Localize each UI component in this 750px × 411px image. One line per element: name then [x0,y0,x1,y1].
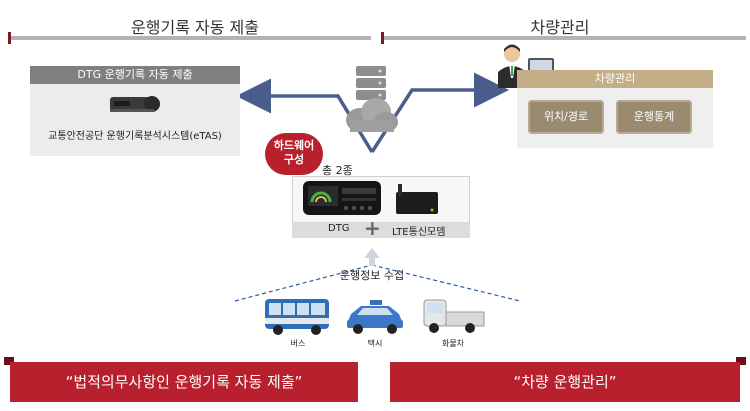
hardware-label-bar [292,222,470,238]
dtg-panel-body [30,84,240,156]
dtg-terminal-image [302,180,382,216]
bus-icon [262,294,332,336]
right-ribbon-fold [736,357,746,365]
left-header-cap [8,32,11,44]
dash-right [371,264,521,302]
truck-icon [420,292,486,336]
dtg-panel-caption: 교통안전공단 운행기록분석시스템(eTAS) [48,131,222,142]
right-header-cap [381,32,384,44]
left-section-title: 운행기록 자동 제출 [131,18,259,37]
up-arrow [364,248,380,266]
left-ribbon-fold [4,357,14,365]
taxi-label: 택시 [367,339,383,348]
right-section-title: 차량관리 [530,18,590,37]
hardware-badge-line2: 구성 [283,153,305,166]
location-route-button[interactable]: 위치/경로 [528,100,604,134]
truck-label: 화물차 [441,339,465,348]
arrow-to-etas [236,78,374,153]
left-ribbon: “법적의무사항인 운행기록 자동 제출” [10,362,358,402]
hardware-badge-line1: 하드웨어 [273,139,315,152]
right-header-underline [384,36,746,40]
taxi-icon [343,298,407,336]
bus-label: 버스 [290,339,306,348]
dash-left [234,264,373,302]
lte-modem-label: LTE통신모뎀 [392,227,446,238]
left-header-underline [11,36,371,40]
plus-icon: + [364,216,381,240]
dtg-device-icon [108,92,162,116]
fleet-panel-header: 차량관리 [517,70,713,88]
hardware-count: 총 2종 [322,164,353,177]
lte-modem-image [392,182,442,216]
collect-label: 운행정보 수집 [339,269,405,282]
hardware-badge: 하드웨어 구성 [265,133,323,175]
right-ribbon: “차량 운행관리” [390,362,740,402]
dtg-label: DTG [328,223,350,234]
driving-stats-button[interactable]: 운행통계 [616,100,692,134]
server-cloud-icon [340,62,402,138]
dtg-panel-header: DTG 운행기록 자동 제출 [30,66,240,84]
